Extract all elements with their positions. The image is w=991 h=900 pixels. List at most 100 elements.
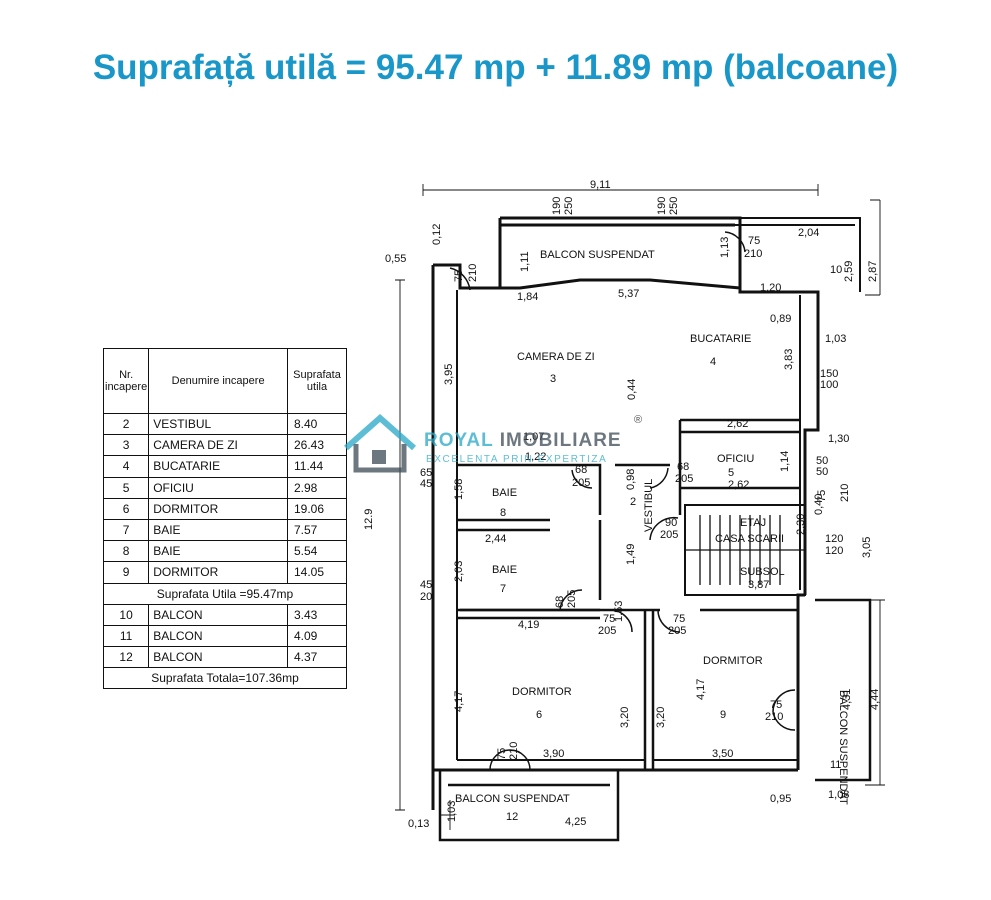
cell-nr: 12 [102,646,150,669]
house-logo-icon [344,413,416,473]
dim-75f: 75 [770,699,782,711]
cell-nr: 11 [102,624,150,648]
header-nr: Nr. incapere [102,348,150,414]
dim-line-left [395,279,405,811]
floor-plan: 9,11 0,12 190 250 190 250 0,55 1,11 BALC… [360,170,890,855]
dim-75a: 75 [748,235,760,247]
dim-3-50: 3,50 [712,748,733,760]
dim-1-30: 1,30 [828,433,849,445]
wall-bedrooms [643,610,655,770]
cell-name: BAIE [148,540,288,563]
watermark-brand-part2: IMOBILIARE [493,430,622,451]
header-name: Denumire incapere [148,348,288,414]
dim-205c: 205 [660,529,678,541]
cell-name: BUCATARIE [148,455,288,478]
cell-area: 26.43 [287,434,347,457]
page-title: Suprafață utilă = 95.47 mp + 11.89 mp (b… [92,48,899,87]
room-oficiu-label: OFICIU [717,453,754,465]
dim-75g: 75 [496,748,508,760]
dim-5-37: 5,37 [618,288,639,300]
room-baie7-num: 7 [500,583,506,595]
room-bucatarie-num: 4 [710,356,716,368]
dim-2-62a: 2,62 [727,418,748,430]
dim-1-84: 1,84 [517,291,538,303]
area-table: Nr. incapere Denumire incapere Suprafata… [102,348,347,696]
dim-3-20b: 3,20 [655,707,667,728]
wall-north [433,263,820,595]
dim-0-98: 0,98 [625,469,637,490]
dim-210e: 210 [508,742,520,760]
dim-1-49: 1,49 [625,544,637,565]
dim-205d: 205 [566,590,578,608]
balcony-right-outline [815,598,872,782]
dim-4-19: 4,19 [518,619,539,631]
dim-4-17b: 4,17 [695,679,707,700]
cell-name: BALCON [148,624,288,648]
subtotal-cell: Suprafata Utila =95.47mp [103,582,347,605]
room-bucatarie-label: BUCATARIE [690,333,751,345]
dim-1-22: 1,22 [525,451,546,463]
door-arc-balcony-right [724,231,746,253]
dim-210d: 210 [765,711,783,723]
balcony-bottom-outline [438,770,620,842]
dim-68c: 68 [554,596,566,608]
door-arc-balcony-left [449,267,471,291]
dim-1-03b: 1,03 [446,801,458,822]
room-balcon-bottom-num: 12 [506,811,518,823]
dim-line-bottom-left [440,800,455,830]
room-balcon-bottom-label: BALCON SUSPENDAT [455,793,570,805]
dim-1-20: 1,20 [760,282,781,294]
dim-line-top [422,184,819,196]
dim-65: 65 [420,467,432,479]
wall-baths [457,518,602,600]
doors [449,231,796,771]
dim-100: 100 [820,379,838,391]
dim-3-95: 3,95 [443,364,455,385]
dim-120b: 120 [825,545,843,557]
dim-75d: 75 [603,613,615,625]
watermark-brand-part1: ROYAL [424,430,494,451]
cell-area: 7.57 [287,518,347,542]
room-baie8-num: 8 [500,507,506,519]
dim-250b: 250 [668,197,680,215]
cell-area: 2.98 [287,476,347,499]
dim-45a: 45 [420,478,432,490]
room-vestibul-label: VESTIBUL [643,479,655,532]
cell-nr: 7 [102,518,150,542]
dim-4-17a: 4,17 [453,691,465,712]
dim-1-53: 1,53 [613,601,625,622]
dim-205a: 205 [572,477,590,489]
cell-name: BAIE [148,518,288,542]
room-balcon-right-num: 11 [830,759,841,771]
watermark: ROYAL IMOBILIARE EXCELENTA PRIN EXPERTIZ… [340,410,660,480]
dim-2-03: 2,03 [453,561,465,582]
dim-190a: 190 [551,197,563,215]
cell-nr: 10 [102,603,150,626]
dim-120a: 120 [825,533,843,545]
wall-kitchen [678,418,800,515]
door-arc-bed6 [609,609,633,633]
dim-210c: 210 [839,484,851,502]
room-baie7-label: BAIE [492,564,517,576]
room-dormitor6-label: DORMITOR [512,686,572,698]
dim-12-9: 12.9 [363,509,375,530]
cell-area: 5.54 [287,540,347,563]
dim-3-05: 3,05 [861,537,873,558]
dim-45b: 45 [420,579,432,591]
dim-210b: 210 [467,264,479,282]
plan-labels: 9,11 0,12 190 250 190 250 0,55 1,11 BALC… [363,179,881,830]
dim-75e: 75 [673,613,685,625]
wall-living-south [457,463,670,515]
watermark-registered: ® [634,414,643,426]
dim-4-31: 4,31 [841,689,853,710]
dim-205b: 205 [675,473,693,485]
table-header-row: Nr. incapere Denumire incapere Suprafata… [102,348,347,414]
dim-3-20a: 3,20 [619,707,631,728]
room-casa-subsol: SUBSOL [740,566,785,578]
dim-1-03a: 1,03 [825,333,846,345]
